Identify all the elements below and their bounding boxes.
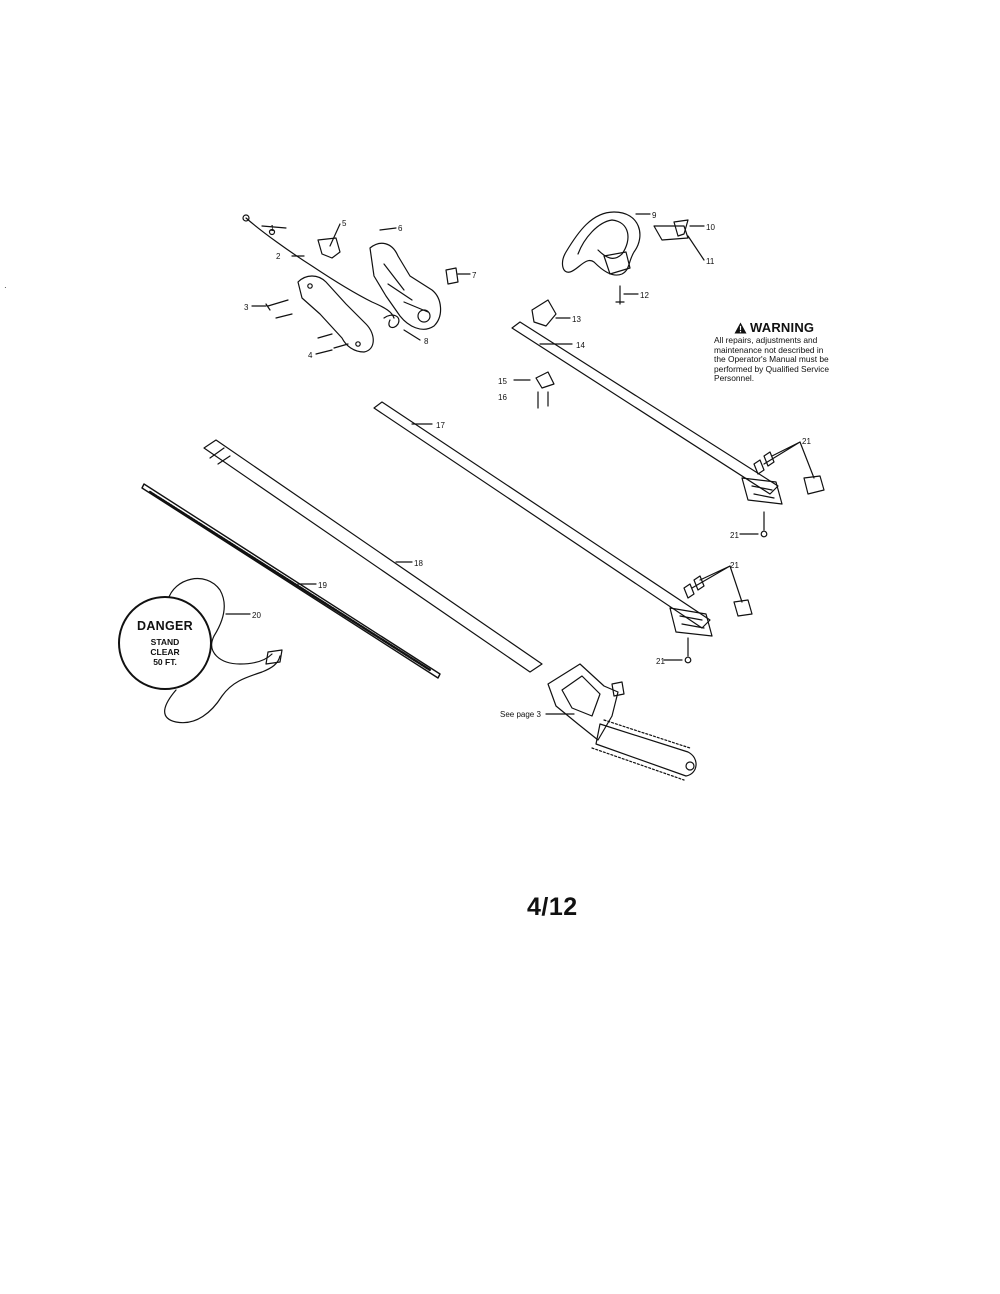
warning-line: All repairs, adjustments and — [714, 335, 818, 345]
callout-9: 9 — [652, 211, 657, 220]
throttle-spring — [383, 314, 400, 329]
callout-3: 3 — [244, 303, 249, 312]
coupler-bolt — [693, 575, 705, 591]
callout-1: 1 — [270, 224, 275, 233]
housing-bore — [417, 309, 431, 323]
lower-shaft-tube — [203, 439, 543, 673]
callout-16: 16 — [498, 393, 507, 402]
warning-line: maintenance not described in — [714, 344, 824, 355]
callout-21: 21 — [656, 657, 665, 666]
coupler-clamp — [531, 299, 557, 327]
warning-line: Personnel. — [714, 373, 755, 384]
callout-11: 11 — [706, 257, 715, 266]
warning-line: performed by Qualified Service — [714, 363, 829, 374]
callout-21: 21 — [730, 561, 739, 570]
leader-line-21 — [763, 441, 815, 479]
page-number: 4/12 — [527, 893, 578, 921]
coupler-slot — [679, 615, 705, 629]
warning-notice: WARNING All repairs, adjustments and mai… — [714, 320, 874, 384]
loop-handle-clamp — [603, 251, 631, 275]
saw-bar-nose — [685, 761, 695, 771]
drive-shaft — [141, 483, 441, 679]
callout-21: 21 — [730, 531, 739, 540]
screw — [317, 333, 349, 349]
shaft-end-detail — [209, 447, 231, 465]
callout-8: 8 — [424, 337, 429, 346]
handle-barrier — [673, 219, 689, 237]
cable-end-fitting — [242, 214, 250, 222]
shoulder-strap — [164, 578, 281, 724]
margin-mark: · — [4, 283, 7, 292]
handle-housing-right — [369, 242, 442, 330]
callout-17: 17 — [436, 421, 445, 430]
danger-line: STAND — [150, 637, 180, 647]
leader-line-5 — [329, 223, 341, 247]
callout-4: 4 — [308, 351, 313, 360]
handle-housing-left — [297, 275, 374, 353]
callout-15: 15 — [498, 377, 507, 386]
coupler-slot — [751, 485, 775, 499]
screw — [275, 313, 293, 319]
leader-line-4 — [315, 349, 333, 355]
housing-screw-hole — [355, 341, 361, 347]
handle-bracket — [653, 225, 689, 241]
callout-2: 2 — [276, 252, 281, 261]
callout-12: 12 — [640, 291, 649, 300]
danger-title: DANGER — [137, 619, 193, 633]
upper-shaft-tube — [511, 321, 779, 495]
screw — [265, 299, 289, 311]
coupler-nut — [684, 656, 692, 664]
danger-decal: DANGER STAND CLEAR 50 FT. — [118, 596, 212, 690]
danger-line: CLEAR — [150, 647, 180, 657]
warning-triangle-icon — [734, 322, 747, 333]
callout-19: 19 — [318, 581, 327, 590]
housing-rib — [383, 263, 429, 313]
warning-title: WARNING — [750, 320, 815, 335]
leader-line-11 — [687, 235, 705, 261]
callout-6: 6 — [398, 224, 403, 233]
callout-21: 21 — [802, 437, 811, 446]
callout-14: 14 — [576, 341, 585, 350]
middle-shaft-tube — [373, 401, 711, 629]
throttle-trigger — [317, 237, 341, 259]
coupler-knob — [803, 475, 825, 495]
warning-line: the Operator's Manual must be — [714, 354, 829, 365]
handle-bolt — [615, 285, 625, 305]
danger-line: 50 FT. — [153, 657, 177, 667]
shaft-clamp — [535, 371, 555, 389]
cable-ferrule — [268, 228, 276, 236]
callout-13: 13 — [572, 315, 581, 324]
callout-see-page: See page 3 — [500, 710, 541, 719]
leader-line-1 — [261, 225, 287, 229]
leader-line-21 — [691, 565, 743, 603]
drive-shaft-knurl — [148, 490, 432, 672]
warning-text: All repairs, adjustments and maintenance… — [714, 335, 874, 384]
clamp-screw — [537, 391, 549, 409]
callout-7: 7 — [472, 271, 477, 280]
warning-heading: WARNING — [734, 320, 874, 335]
strap-buckle — [265, 649, 283, 665]
loop-handle — [561, 211, 641, 276]
housing-screw-hole — [307, 283, 313, 289]
callout-18: 18 — [414, 559, 423, 568]
leader-line-8 — [403, 329, 421, 341]
shaft-coupler-upper — [741, 477, 783, 505]
saw-bar — [595, 723, 697, 777]
coupler-nut — [760, 530, 768, 538]
oil-cap — [611, 681, 625, 697]
leader-line-6 — [379, 227, 397, 231]
shaft-coupler-lower — [669, 607, 713, 637]
saw-head-cover — [561, 675, 601, 717]
callout-5: 5 — [342, 219, 347, 228]
throttle-cable — [245, 217, 395, 319]
coupler-bolt — [683, 583, 695, 599]
saw-head-housing — [547, 663, 619, 741]
saw-chain — [591, 719, 691, 781]
coupler-bolt — [753, 459, 765, 475]
switch-cap — [445, 267, 459, 285]
callout-20: 20 — [252, 611, 261, 620]
coupler-knob — [733, 599, 753, 617]
callout-10: 10 — [706, 223, 715, 232]
